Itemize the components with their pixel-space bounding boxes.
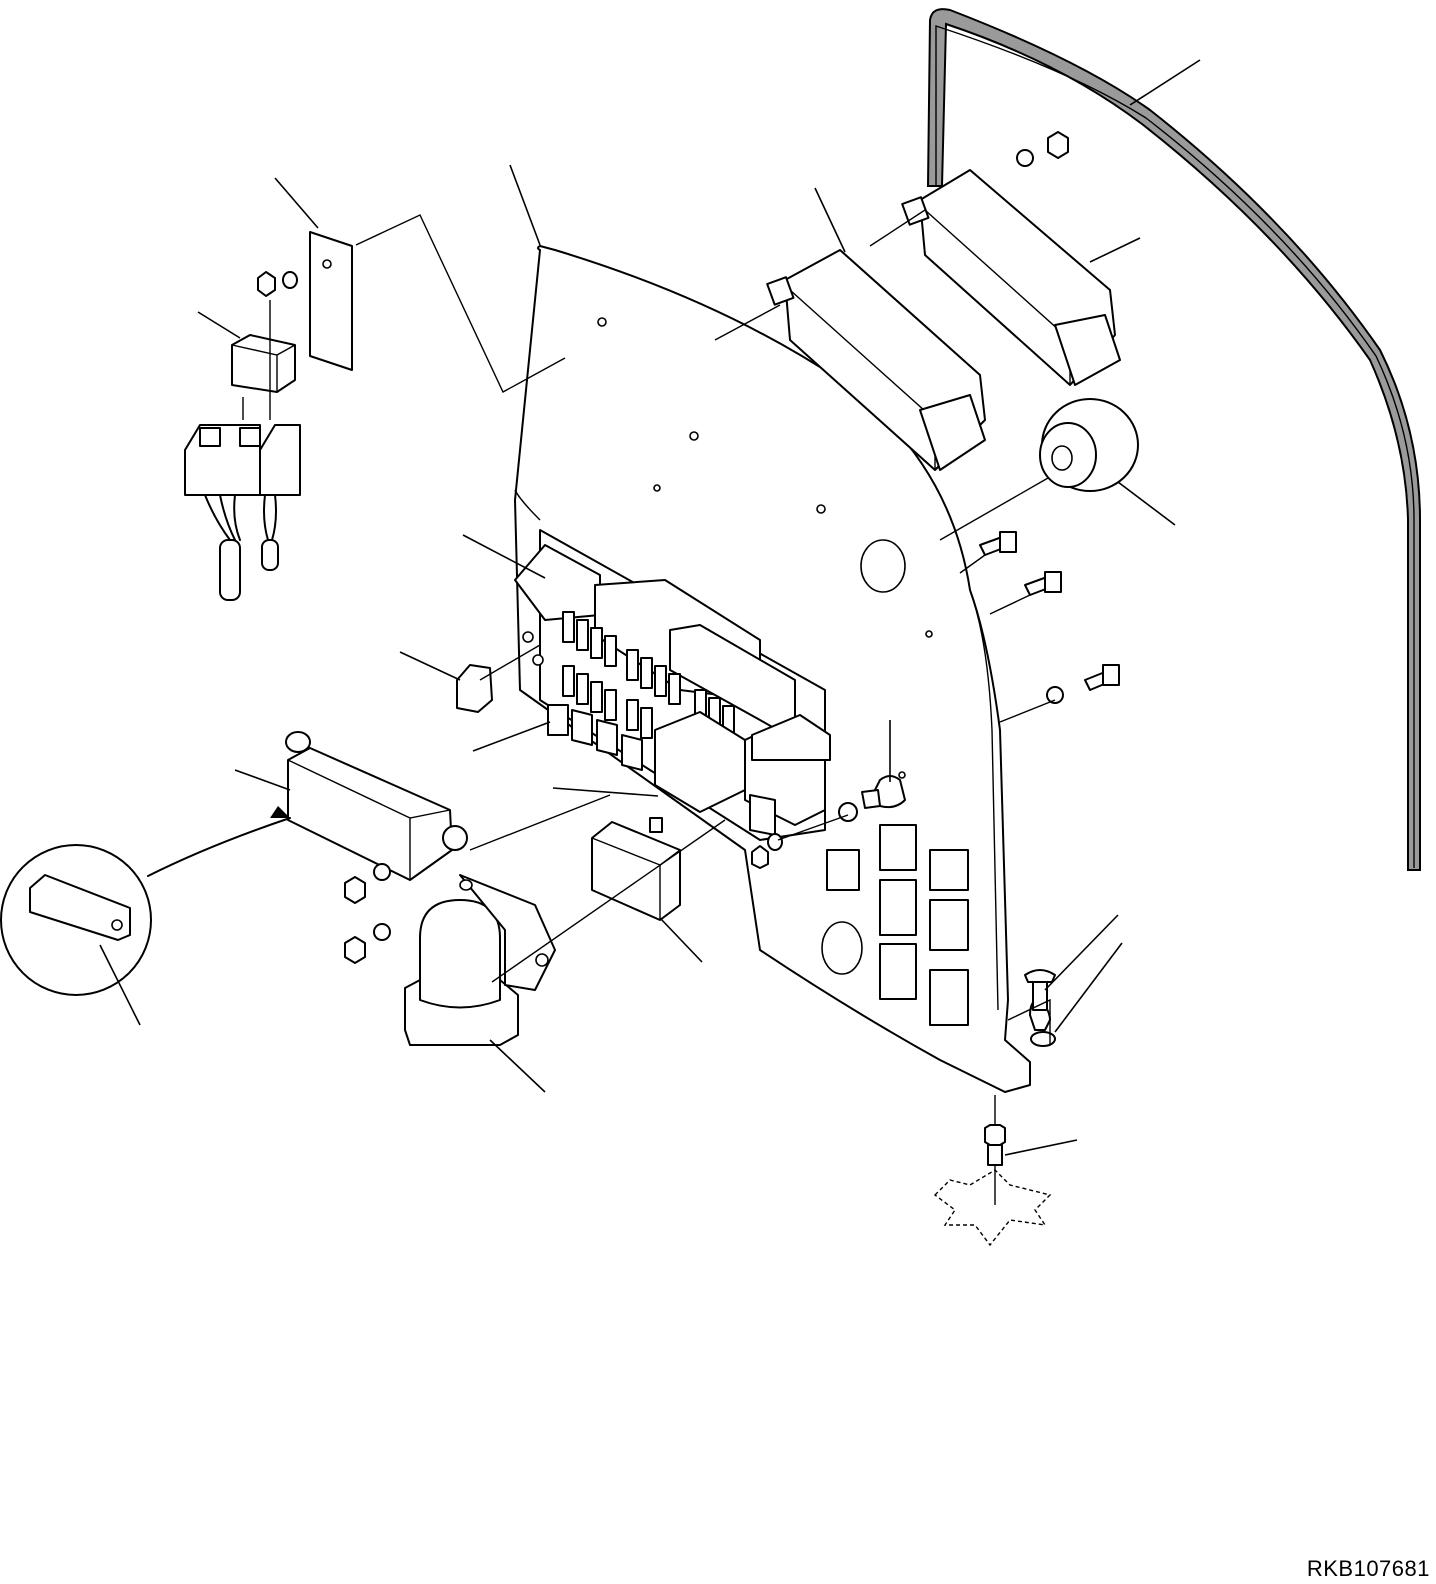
window-seal xyxy=(926,8,1421,871)
leader-lines xyxy=(99,59,1201,1205)
relay-socket-harness xyxy=(184,424,301,601)
fuse-cover xyxy=(456,664,493,713)
controller-unit xyxy=(901,169,1121,386)
buzzer xyxy=(1039,398,1139,492)
drawing-code: RKB107681 xyxy=(1306,1556,1430,1581)
bolt xyxy=(1024,571,1062,596)
relay xyxy=(591,817,681,921)
connector-block xyxy=(285,731,468,881)
spacer xyxy=(861,775,906,809)
bolt xyxy=(1084,664,1120,691)
detail-view xyxy=(0,806,291,996)
relay xyxy=(231,334,296,393)
fuse-row xyxy=(562,611,735,739)
bracket-plate xyxy=(309,231,353,371)
fuse-relay-box xyxy=(514,529,831,841)
pin xyxy=(933,1124,1052,1247)
washer xyxy=(282,149,1064,1047)
flasher-unit xyxy=(404,874,556,1046)
controller-unit xyxy=(766,249,986,471)
bolt xyxy=(979,531,1017,556)
nut xyxy=(257,131,1069,964)
